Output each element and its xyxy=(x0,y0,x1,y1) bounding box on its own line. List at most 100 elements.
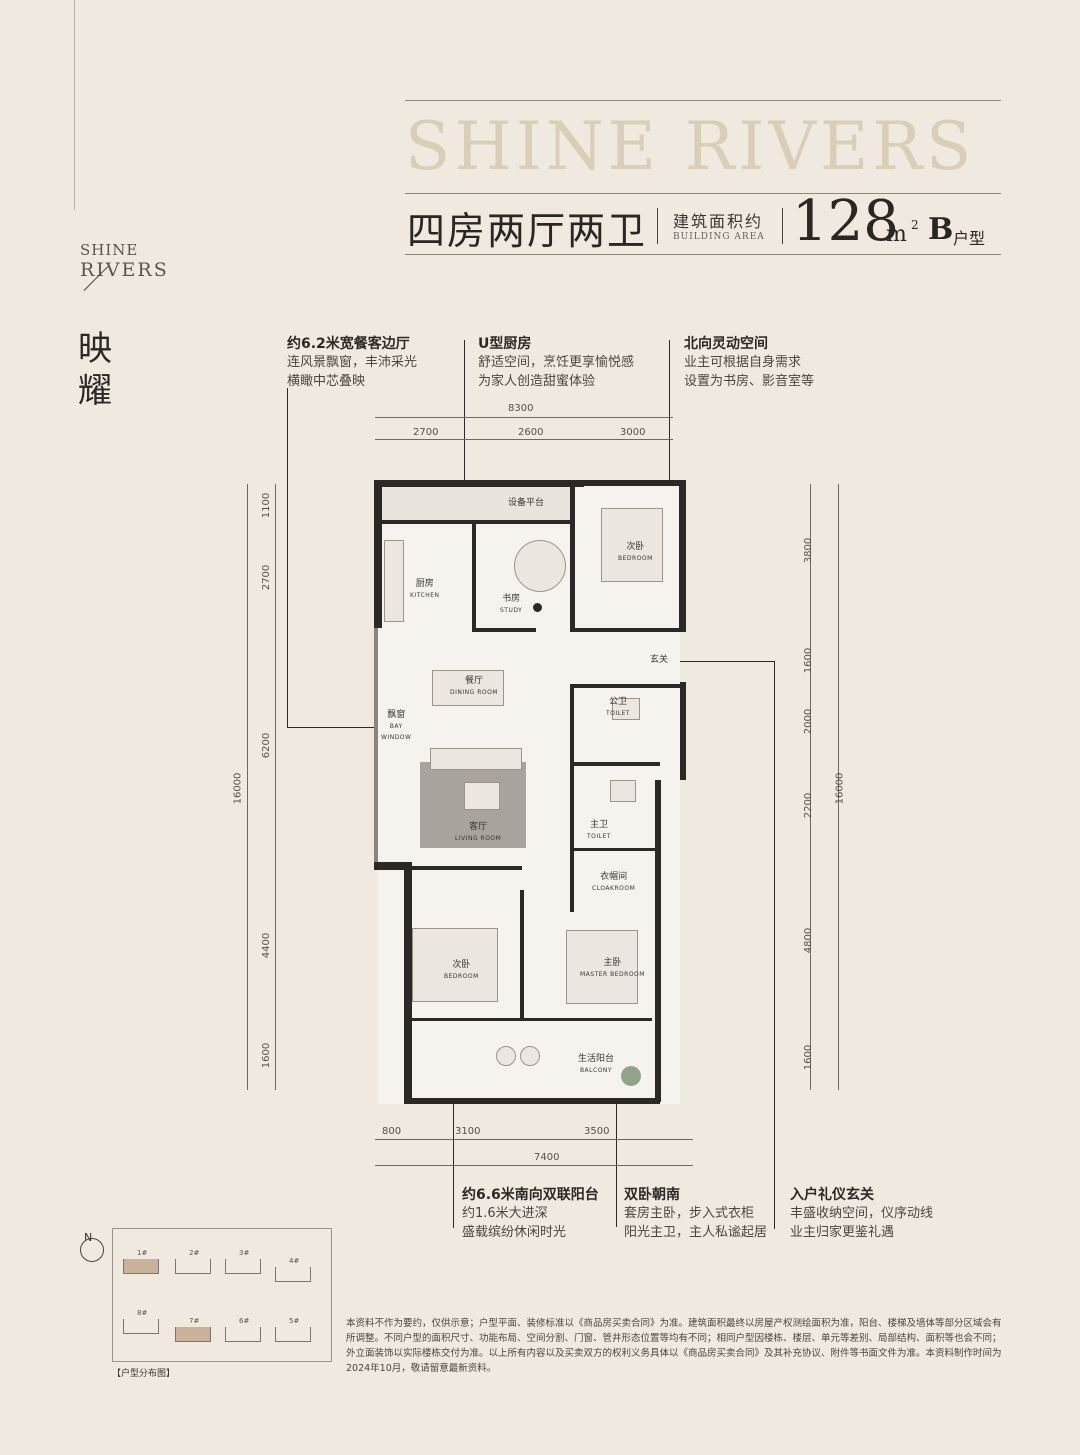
label-dining-en: DINING ROOM xyxy=(450,689,498,696)
dim-line xyxy=(247,484,248,1090)
label-cloakroom-cn: 衣帽间 xyxy=(600,872,628,882)
callout-bedrooms: 双卧朝南 套房主卧，步入式衣柜 阳光主卫，主人私谧起居 xyxy=(624,1184,767,1242)
callout-line: 业主可根据自身需求 xyxy=(684,355,802,370)
area-unit: m xyxy=(886,222,907,247)
callout-line: 为家人创造甜蜜体验 xyxy=(478,374,596,389)
dim-line xyxy=(810,484,811,1090)
building-label: 3# xyxy=(239,1249,250,1257)
building-label: 6# xyxy=(239,1317,250,1325)
north-label: N xyxy=(84,1231,93,1244)
dim-right-6: 1600 xyxy=(803,1044,815,1071)
area-unit-sup: 2 xyxy=(911,218,919,232)
callout-entrance: 入户礼仪玄关 丰盛收纳空间，仪序动线 业主归家更鉴礼遇 xyxy=(790,1184,933,1242)
label-toilet-public-cn: 公卫 xyxy=(608,697,627,707)
brand-vertical-line xyxy=(74,0,75,210)
building-label: 4# xyxy=(289,1257,300,1265)
dim-line xyxy=(275,484,276,1090)
building-label: 1# xyxy=(137,1249,148,1257)
wall xyxy=(472,628,536,632)
leader-line xyxy=(287,388,288,727)
sofa xyxy=(430,748,522,770)
label-bay-window: 飘窗 BAY WINDOW xyxy=(381,710,411,743)
label-toilet-public-en: TOILET xyxy=(606,710,630,717)
building-block xyxy=(225,1259,261,1274)
label-living-cn: 客厅 xyxy=(469,822,488,832)
coffee-table xyxy=(464,782,500,810)
dim-right-2: 1600 xyxy=(803,647,815,674)
building-block xyxy=(123,1319,159,1334)
leader-line xyxy=(453,1040,454,1228)
label-kitchen-en: KITCHEN xyxy=(410,592,440,599)
label-bedroom-south-cn: 次卧 xyxy=(452,960,471,970)
site-legend: 【户型分布图】 xyxy=(112,1369,176,1379)
header-mid-rule xyxy=(405,193,1001,194)
header-top-rule xyxy=(405,100,1001,101)
wall xyxy=(374,480,382,628)
label-entrance: 玄关 xyxy=(650,655,669,665)
bed-north xyxy=(601,508,663,582)
callout-line: 阳光主卫，主人私谧起居 xyxy=(624,1225,768,1240)
disclaimer-text: 本资料不作为要约，仅供示意；户型平面、装修标准以《商品房买卖合同》为准。建筑面积… xyxy=(346,1318,1002,1374)
label-kitchen-cn: 厨房 xyxy=(415,579,434,589)
callout-line: 套房主卧，步入式衣柜 xyxy=(624,1206,755,1221)
callout-line: 盛载缤纷休闲时光 xyxy=(462,1225,567,1240)
dim-bottom-2: 3100 xyxy=(455,1126,481,1137)
wall xyxy=(570,486,575,632)
label-balcony: 生活阳台 BALCONY xyxy=(578,1054,614,1076)
dim-top-2: 2600 xyxy=(518,427,544,438)
dim-right-total: 16000 xyxy=(834,772,846,805)
wall xyxy=(679,480,686,632)
plant-icon xyxy=(621,1066,641,1086)
building-label: 8# xyxy=(137,1309,148,1317)
label-balcony-en: BALCONY xyxy=(579,1067,613,1074)
callout-title: 约6.2米宽餐客边厅 xyxy=(287,336,410,352)
building-block xyxy=(275,1267,311,1282)
dim-bottom-total: 7400 xyxy=(534,1152,560,1163)
wall xyxy=(575,628,683,632)
dim-left-total: 16000 xyxy=(232,772,244,805)
label-study-en: STUDY xyxy=(500,607,523,614)
dim-bottom-3: 3500 xyxy=(584,1126,610,1137)
label-study: 书房 STUDY xyxy=(500,594,522,616)
dim-left-5: 1600 xyxy=(261,1042,273,1069)
callout-line: 连风景飘窗，丰沛采光 xyxy=(287,355,418,370)
callout-kitchen: U型厨房 舒适空间，烹饪更享愉悦感 为家人创造甜蜜体验 xyxy=(478,333,634,391)
label-study-cn: 书房 xyxy=(502,594,521,604)
side-title: 映耀 xyxy=(78,329,112,411)
dim-top-total: 8300 xyxy=(508,403,534,414)
building-label: 2# xyxy=(189,1249,200,1257)
brand-small-logo: SHINE RIVERS xyxy=(80,240,190,280)
dim-line xyxy=(375,417,673,418)
balcony-chair xyxy=(496,1046,516,1066)
main-toilet-basin xyxy=(610,780,636,802)
label-bay-en1: BAY xyxy=(389,723,403,730)
label-cloakroom-en: CLOAKROOM xyxy=(592,885,636,892)
header-separator xyxy=(657,208,658,244)
unit-type-suffix: 户型 xyxy=(953,229,986,248)
leader-line xyxy=(774,661,775,1229)
study-dot xyxy=(533,603,542,612)
leader-line xyxy=(674,661,774,662)
wall xyxy=(520,890,524,1020)
label-bay-cn: 飘窗 xyxy=(387,710,406,720)
brand-line2: RIVERS xyxy=(80,259,169,281)
callout-line: 约1.6米大进深 xyxy=(462,1206,548,1221)
wall xyxy=(374,862,404,870)
dim-left-3: 6200 xyxy=(261,732,273,759)
building-block xyxy=(175,1327,211,1342)
label-bedroom-north-cn: 次卧 xyxy=(626,542,645,552)
wall xyxy=(412,866,522,870)
label-bay-en2: WINDOW xyxy=(381,734,412,741)
dim-line xyxy=(375,439,673,440)
callout-line: 业主归家更鉴礼遇 xyxy=(790,1225,895,1240)
building-block xyxy=(225,1327,261,1342)
leader-line xyxy=(287,727,447,728)
balcony-chair xyxy=(520,1046,540,1066)
building-block xyxy=(175,1259,211,1274)
wall xyxy=(570,684,574,764)
header-bottom-rule xyxy=(405,254,1001,255)
callout-balcony: 约6.6米南向双联阳台 约1.6米大进深 盛载缤纷休闲时光 xyxy=(462,1184,599,1242)
label-balcony-cn: 生活阳台 xyxy=(578,1054,615,1064)
